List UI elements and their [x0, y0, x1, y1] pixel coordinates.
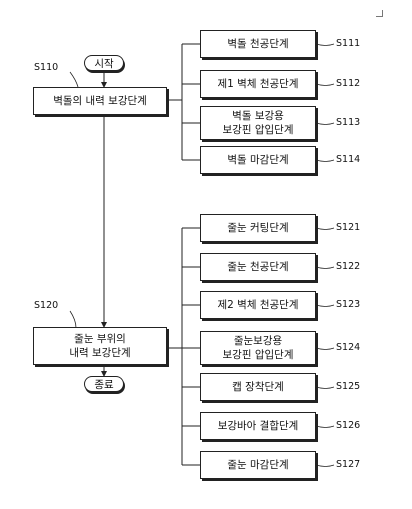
- step-label-line: 줄눈보강용: [233, 335, 283, 347]
- step-code-s112: S112: [336, 78, 361, 89]
- start-terminal: 시작: [84, 55, 124, 71]
- start-label: 시작: [94, 57, 114, 70]
- step-label-line: 보강핀 압입단계: [222, 349, 294, 361]
- step-code-s120: S120: [34, 300, 59, 311]
- leader-s124: [315, 347, 335, 350]
- step-code-s125: S125: [336, 381, 361, 392]
- step-box-s122: 줄눈 천공단계: [200, 253, 316, 281]
- step-label-block: 줄눈 부위의 내력 보강단계: [69, 332, 130, 360]
- corner-mark: [376, 10, 383, 17]
- leader-s126: [315, 425, 335, 428]
- step-label: 줄눈 커팅단계: [227, 222, 289, 234]
- leader-s111: [315, 43, 335, 46]
- step-code-s123: S123: [336, 299, 361, 310]
- step-code-s127: S127: [336, 459, 361, 470]
- step-label: 벽돌 마감단계: [227, 154, 289, 166]
- end-terminal: 종료: [84, 376, 124, 392]
- step-label-block: 줄눈보강용 보강핀 압입단계: [223, 334, 294, 362]
- step-label: 줄눈 마감단계: [227, 459, 289, 471]
- step-box-s124: 줄눈보강용 보강핀 압입단계: [200, 331, 316, 365]
- leader-s123: [315, 304, 335, 307]
- step-label-line: 줄눈 부위의: [74, 333, 126, 345]
- step-code-s110: S110: [34, 62, 59, 73]
- leader-s122: [315, 266, 335, 269]
- step-box-s120: 줄눈 부위의 내력 보강단계: [33, 327, 167, 365]
- leader-s114: [315, 159, 335, 162]
- step-label: 제2 벽체 천공단계: [217, 299, 299, 311]
- step-box-s112: 제1 벽체 천공단계: [200, 70, 316, 98]
- step-box-s123: 제2 벽체 천공단계: [200, 291, 316, 319]
- step-code-s126: S126: [336, 420, 361, 431]
- step-label: 벽돌 천공단계: [227, 38, 289, 50]
- leader-s112: [315, 83, 335, 86]
- step-box-s127: 줄눈 마감단계: [200, 451, 316, 479]
- leader-s121: [315, 227, 335, 230]
- step-label: 캡 장착단계: [232, 381, 284, 393]
- step-code-s111: S111: [336, 38, 361, 49]
- step-label-line: 벽돌 보강용: [232, 110, 284, 122]
- step-label: 보강바아 결합단계: [217, 420, 299, 432]
- step-box-s110: 벽돌의 내력 보강단계: [33, 87, 167, 115]
- step-label: 벽돌의 내력 보강단계: [53, 95, 147, 107]
- step-code-s124: S124: [336, 342, 361, 353]
- leader-s110: [69, 71, 79, 88]
- step-box-s121: 줄눈 커팅단계: [200, 214, 316, 242]
- step-label: 제1 벽체 천공단계: [217, 78, 299, 90]
- step-box-s114: 벽돌 마감단계: [200, 146, 316, 174]
- end-label: 종료: [94, 378, 114, 391]
- step-box-s126: 보강바아 결합단계: [200, 412, 316, 440]
- leader-s125: [315, 386, 335, 389]
- step-box-s125: 캡 장착단계: [200, 373, 316, 401]
- step-code-s113: S113: [336, 117, 361, 128]
- step-code-s122: S122: [336, 261, 361, 272]
- step-code-s121: S121: [336, 222, 361, 233]
- leader-s120: [69, 310, 77, 329]
- step-label-block: 벽돌 보강용 보강핀 압입단계: [223, 109, 294, 137]
- step-label-line: 보강핀 압입단계: [222, 124, 294, 136]
- step-label: 줄눈 천공단계: [227, 261, 289, 273]
- step-box-s113: 벽돌 보강용 보강핀 압입단계: [200, 106, 316, 140]
- step-box-s111: 벽돌 천공단계: [200, 30, 316, 58]
- leader-s127: [315, 464, 335, 467]
- step-label-line: 내력 보강단계: [69, 347, 131, 359]
- leader-s113: [315, 122, 335, 125]
- step-code-s114: S114: [336, 154, 361, 165]
